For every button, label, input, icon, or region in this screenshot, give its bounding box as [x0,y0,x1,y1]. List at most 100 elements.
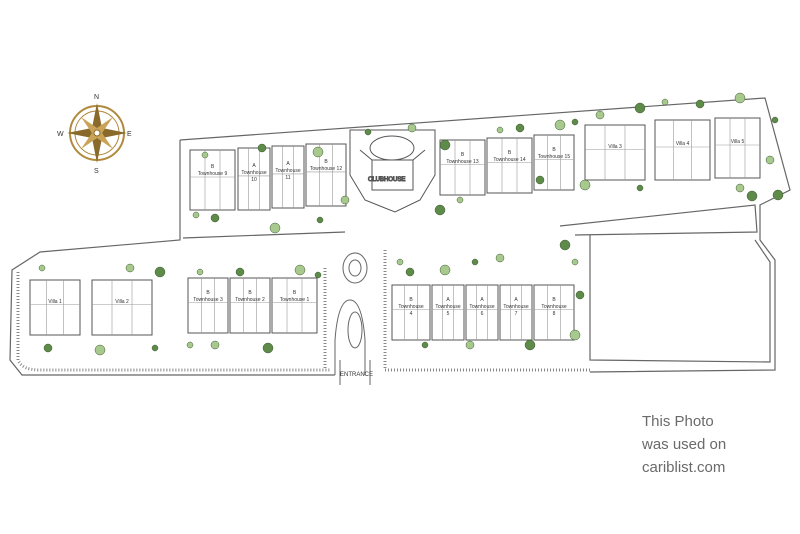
unit-name-label: Townhouse [503,304,529,310]
unit-name-label: Townhouse [435,304,461,310]
unit-name-label: Townhouse 2 [235,297,265,303]
clubhouse-building: CLUBHOUSE [349,129,436,213]
unit-name-label: Villa 5 [731,139,745,145]
entrance-label: ENTRANCE [340,372,373,378]
unit-outline [229,277,271,334]
tree-icon [421,341,429,349]
unit-type-label: B [211,164,215,170]
unit-name-label: Townhouse [541,304,567,310]
unit-name-label: Villa 3 [608,144,622,150]
unit-name-label: Villa 4 [676,141,690,147]
unit-name-label: Townhouse [241,170,267,176]
unit-outline [465,284,499,341]
tree-icon [269,222,281,234]
tree-icon [595,110,605,120]
unit-number-label: 7 [515,311,518,317]
unit-outline [714,117,761,179]
tree-icon [235,267,245,277]
tree-icon [151,344,159,352]
tree-icon [535,175,545,185]
unit-number-label: 8 [553,311,556,317]
tree-icon [396,258,404,266]
unit-type-label: B [552,297,556,303]
perimeter-wall [16,250,590,372]
unit-type-label: B [508,150,512,156]
unit-type-label: B [206,290,210,296]
tree-icon [634,102,646,114]
unit-outline [91,279,153,336]
tree-icon [772,189,784,201]
tree-icon [765,155,775,165]
tree-icon [43,343,53,353]
unit-outline [29,279,81,336]
unit-name-label: Townhouse 3 [193,297,223,303]
unit-v5: Villa 5 [714,117,761,179]
unit-v2: Villa 2 [91,279,153,336]
tree-icon [316,216,324,224]
tree-icon [575,290,585,300]
tree-icon [201,151,209,159]
unit-number-label: 11 [285,175,290,181]
compass-e: E [127,131,132,138]
unit-type-label: A [480,297,484,303]
unit-outline [271,277,318,334]
tree-icon [569,329,581,341]
tree-icon [439,139,451,151]
tree-icon [571,258,579,266]
unit-outline [271,145,305,209]
tree-icon [471,258,479,266]
credit-line-2: was used on [642,436,727,453]
unit-outline [237,147,271,211]
tree-icon [579,179,591,191]
unit-outline [431,284,465,341]
unit-v3: Villa 3 [584,124,646,181]
photo-credit: This Photo was used on cariblist.com [642,410,726,479]
tree-icon [294,264,306,276]
tree-icon [636,184,644,192]
tree-icon [340,195,350,205]
unit-outline [499,284,533,341]
unit-name-label: Townhouse 14 [493,157,525,163]
unit-number-label: 5 [447,311,450,317]
unit-name-label: Townhouse 13 [446,159,478,165]
tree-icon [196,268,204,276]
compass-rose-icon: N S E W [57,94,132,175]
tree-icon [186,341,194,349]
landscaping-trees [38,92,784,356]
unit-number-label: 6 [481,311,484,317]
tree-icon [314,271,322,279]
unit-outline [533,134,575,191]
unit-type-label: B [552,147,556,153]
unit-name-label: Villa 1 [48,299,62,305]
tree-icon [735,183,745,193]
credit-line-3: cariblist.com [642,459,726,476]
tree-icon [38,264,46,272]
unit-name-label: Townhouse 9 [198,171,228,177]
tree-icon [571,118,579,126]
tree-icon [524,339,536,351]
unit-type-label: B [461,152,465,158]
unit-number-label: 10 [251,177,257,183]
tree-icon [312,146,324,158]
tree-icon [439,264,451,276]
compass-n: N [94,94,99,101]
unit-type-label: B [324,159,328,165]
tree-icon [734,92,746,104]
unit-type-label: B [409,297,413,303]
tree-icon [661,98,669,106]
tree-icon [695,99,705,109]
